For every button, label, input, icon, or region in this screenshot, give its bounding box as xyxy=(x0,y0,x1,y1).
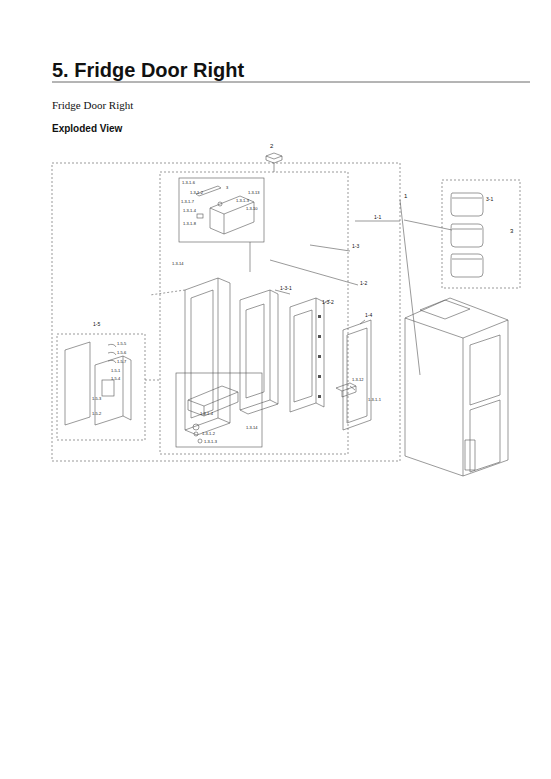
callout-number: 3-1 xyxy=(486,197,493,202)
callout-number: 1-3-1-4 xyxy=(183,209,196,213)
callout-number: 2 xyxy=(270,143,273,149)
callout-number: 1-5-2 xyxy=(92,412,101,416)
callout-number: 1-3-1-4 xyxy=(200,412,213,416)
callout-number: 1-3-1-1 xyxy=(368,398,381,402)
callout-number: 1 xyxy=(404,193,407,199)
callout-number: 1-5 xyxy=(93,322,100,327)
callout-number: 1-2 xyxy=(360,281,367,286)
callout-number: 1-5-3 xyxy=(92,397,101,401)
callout-number: 3 xyxy=(510,228,513,234)
callout-number: 1-4 xyxy=(365,313,372,318)
callout-number: 1-3-1-8 xyxy=(183,222,196,226)
heading: Exploded View xyxy=(52,124,122,134)
heading: Fridge Door Right xyxy=(52,100,133,111)
callout-number: 1-3-1-6 xyxy=(182,181,195,185)
callout-number: 1-3-1-2 xyxy=(202,432,215,436)
callout-number: 1-3-14 xyxy=(172,262,184,266)
callout-number: 1-3 xyxy=(352,244,359,249)
callout-number: 1-3-1 xyxy=(280,286,292,291)
page-title: 5. Fridge Door Right xyxy=(52,60,244,80)
callout-number: 1-3-13 xyxy=(248,191,260,195)
callout-number: 3 xyxy=(226,186,228,190)
callout-number: 1-3-12 xyxy=(352,378,364,382)
callout-number: 1-5-1 xyxy=(111,369,120,373)
callout-number: 1-1 xyxy=(374,215,381,220)
callout-number: 1-3-10 xyxy=(246,207,258,211)
callout-number: 1-3-1-3 xyxy=(236,199,249,203)
callout-number: 1-5-7 xyxy=(117,360,126,364)
callout-number: 1-3-2 xyxy=(322,300,334,305)
callout-number: 1-5-6 xyxy=(117,351,126,355)
callout-number: 1-5-4 xyxy=(111,377,120,381)
callout-number: 1-3-1-7 xyxy=(181,200,194,204)
callout-number: 1-3-1-3 xyxy=(204,440,217,444)
callout-number: 1-3-1-2 xyxy=(190,191,203,195)
callout-number: 1-3-14 xyxy=(246,426,258,430)
callout-number: 1-5-5 xyxy=(117,342,126,346)
